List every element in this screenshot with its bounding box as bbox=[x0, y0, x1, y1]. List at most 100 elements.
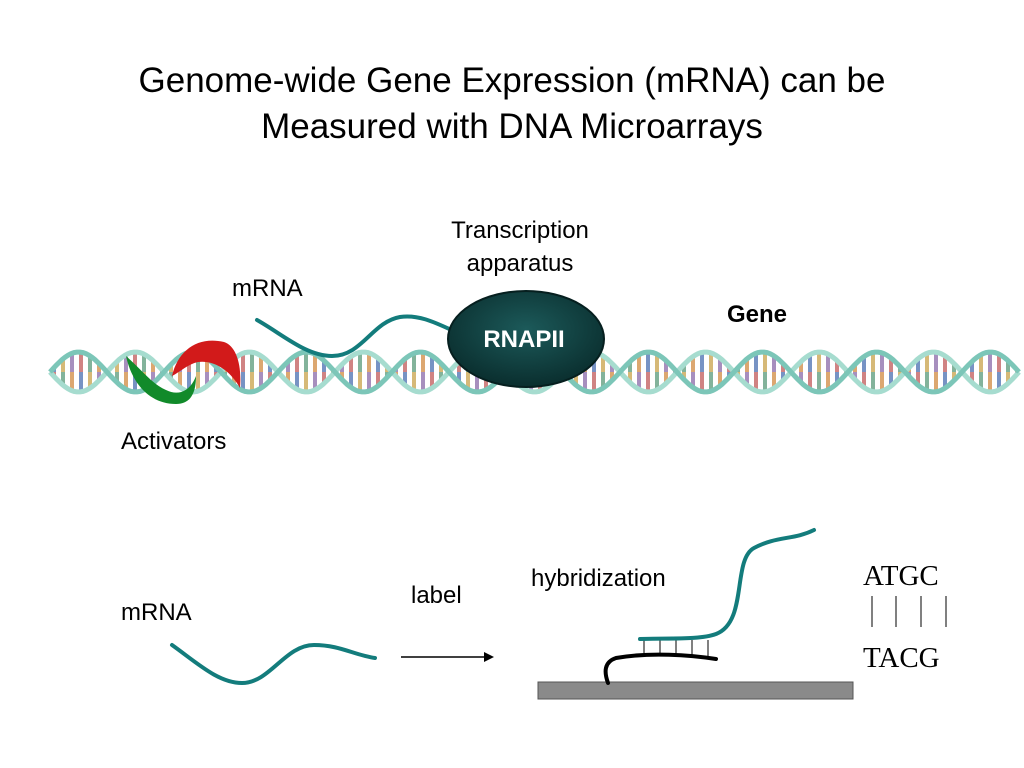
dna-base bbox=[79, 372, 83, 392]
dna-base bbox=[88, 355, 92, 372]
dna-base bbox=[835, 360, 839, 372]
dna-base bbox=[475, 372, 479, 392]
dna-base bbox=[799, 372, 803, 383]
dna-base bbox=[457, 361, 461, 372]
dna-base bbox=[817, 372, 821, 392]
dna-base bbox=[970, 361, 974, 372]
dna-base bbox=[574, 372, 578, 386]
dna-base bbox=[205, 358, 209, 372]
dna-base bbox=[943, 372, 947, 389]
dna-base bbox=[313, 372, 317, 390]
dna-base bbox=[997, 372, 1001, 390]
dna-base bbox=[583, 372, 587, 391]
dna-base bbox=[241, 372, 245, 391]
dna-base bbox=[70, 372, 74, 391]
probe-strand bbox=[603, 652, 718, 685]
dna-base bbox=[655, 372, 659, 390]
dna-base bbox=[196, 372, 200, 392]
dna-base bbox=[889, 372, 893, 386]
dna-base bbox=[637, 372, 641, 390]
dna-base bbox=[259, 355, 263, 372]
mrna-label-bottom: mRNA bbox=[121, 599, 192, 626]
dna-base bbox=[322, 372, 326, 384]
dna-base bbox=[871, 352, 875, 372]
dna-base bbox=[421, 352, 425, 372]
hybridization-label: hybridization bbox=[531, 565, 666, 592]
dna-base bbox=[934, 352, 938, 372]
dna-base bbox=[304, 372, 308, 392]
activators-shape bbox=[126, 340, 241, 404]
sequence-top: ATGC bbox=[863, 560, 939, 592]
dna-base bbox=[871, 372, 875, 392]
dna-base bbox=[412, 353, 416, 372]
dna-base bbox=[889, 358, 893, 372]
dna-base bbox=[124, 372, 128, 390]
dna-base bbox=[637, 354, 641, 372]
mrna-strand-bottom bbox=[170, 642, 377, 686]
dna-base bbox=[880, 372, 884, 392]
dna-base bbox=[754, 372, 758, 391]
dna-base bbox=[997, 354, 1001, 372]
dna-base bbox=[646, 372, 650, 392]
dna-base bbox=[718, 358, 722, 372]
dna-base bbox=[241, 353, 245, 372]
microarray-chip bbox=[537, 681, 854, 700]
dna-base bbox=[61, 372, 65, 386]
dna-base bbox=[79, 352, 83, 372]
dna-base bbox=[763, 352, 767, 372]
dna-base bbox=[979, 354, 983, 372]
dna-base bbox=[808, 372, 812, 390]
dna-base bbox=[745, 372, 749, 386]
dna-base bbox=[439, 363, 443, 372]
dna-base bbox=[826, 354, 830, 372]
dna-base bbox=[295, 372, 299, 390]
dna-base bbox=[862, 356, 866, 372]
dna-base bbox=[700, 352, 704, 372]
dna-base bbox=[295, 354, 299, 372]
hybridized-target-strand bbox=[638, 528, 816, 641]
title-line-1: Genome-wide Gene Expression (mRNA) can b… bbox=[138, 61, 886, 100]
sequence-bottom: TACG bbox=[863, 642, 940, 674]
dna-base bbox=[70, 353, 74, 372]
dna-base bbox=[151, 360, 155, 372]
transcription-label-line-1: Transcription bbox=[451, 217, 589, 244]
dna-base bbox=[250, 372, 254, 392]
dna-base bbox=[286, 361, 290, 372]
dna-base bbox=[853, 364, 857, 372]
dna-base bbox=[835, 372, 839, 384]
dna-base bbox=[925, 372, 929, 391]
dna-base bbox=[376, 372, 380, 386]
dna-base bbox=[979, 372, 983, 390]
dna-base bbox=[169, 372, 173, 380]
dna-base bbox=[853, 372, 857, 380]
dna-base bbox=[376, 358, 380, 372]
dna-base bbox=[115, 372, 119, 383]
dna-base bbox=[349, 356, 353, 372]
dna-base bbox=[259, 372, 263, 389]
dna-base bbox=[916, 358, 920, 372]
dna-base bbox=[718, 372, 722, 386]
dna-base bbox=[880, 352, 884, 372]
dna-base bbox=[133, 352, 137, 372]
dna-base bbox=[817, 352, 821, 372]
dna-base bbox=[781, 372, 785, 381]
dna-base bbox=[196, 352, 200, 372]
dna-base bbox=[1006, 372, 1010, 384]
dna-base bbox=[709, 372, 713, 392]
dna-base bbox=[700, 372, 704, 392]
dna-base bbox=[952, 372, 956, 381]
dna-base bbox=[340, 372, 344, 380]
dna-base bbox=[682, 364, 686, 372]
gene-label: Gene bbox=[727, 301, 788, 328]
activator-green bbox=[126, 356, 196, 404]
label-step-label: label bbox=[411, 582, 462, 609]
dna-base bbox=[772, 372, 776, 389]
dna-base bbox=[97, 372, 101, 381]
dna-base bbox=[655, 354, 659, 372]
dna-base bbox=[115, 361, 119, 372]
dna-base bbox=[610, 372, 614, 381]
dna-base bbox=[628, 372, 632, 383]
dna-base bbox=[628, 361, 632, 372]
dna-base bbox=[358, 372, 362, 392]
